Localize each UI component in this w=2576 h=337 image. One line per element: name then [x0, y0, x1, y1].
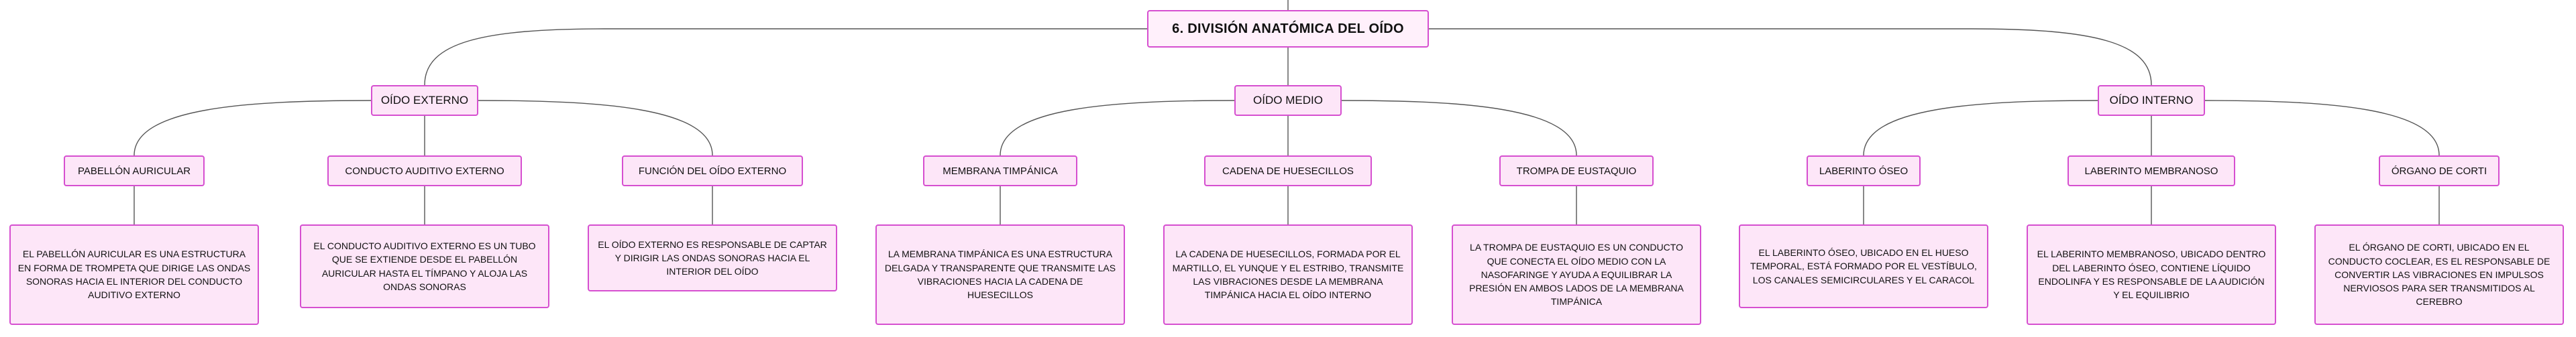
branch-2-to-child-0-line: [1863, 100, 2098, 156]
branch-oido-externo[interactable]: OÍDO EXTERNO: [371, 85, 478, 116]
desc-laberinto-membranoso[interactable]: EL LABERINTO MEMBRANOSO, UBICADO DENTRO …: [2027, 224, 2276, 325]
topic-laberinto-oseo[interactable]: LABERINTO ÓSEO: [1807, 155, 1921, 186]
topic-membrana-timpanica[interactable]: MEMBRANA TIMPÁNICA: [923, 155, 1077, 186]
topic-cadena-huesecillos[interactable]: CADENA DE HUESECILLOS: [1204, 155, 1372, 186]
desc-organo-corti[interactable]: EL ÓRGANO DE CORTI, UBICADO EN EL CONDUC…: [2314, 224, 2564, 325]
branch-oido-medio[interactable]: OÍDO MEDIO: [1234, 85, 1342, 116]
root-node[interactable]: 6. DIVISIÓN ANATÓMICA DEL OÍDO: [1147, 10, 1429, 48]
desc-trompa-eustaquio[interactable]: LA TROMPA DE EUSTAQUIO ES UN CONDUCTO QU…: [1452, 224, 1701, 325]
root-to-oido-externo-line: [424, 28, 1147, 86]
branch-oido-interno[interactable]: OÍDO INTERNO: [2098, 85, 2205, 116]
desc-cadena-huesecillos[interactable]: LA CADENA DE HUESECILLOS, FORMADA POR EL…: [1163, 224, 1413, 325]
topic-funcion-oido-externo[interactable]: FUNCIÓN DEL OÍDO EXTERNO: [622, 155, 803, 186]
topic-organo-corti[interactable]: ÓRGANO DE CORTI: [2379, 155, 2500, 186]
desc-membrana-timpanica[interactable]: LA MEMBRANA TIMPÁNICA ES UNA ESTRUCTURA …: [875, 224, 1125, 325]
desc-pabellon-auricular[interactable]: EL PABELLÓN AURICULAR ES UNA ESTRUCTURA …: [9, 224, 259, 325]
topic-conducto-auditivo-externo[interactable]: CONDUCTO AUDITIVO EXTERNO: [327, 155, 522, 186]
branch-1-to-child-0-line: [1000, 100, 1235, 156]
branch-0-to-child-0-line: [133, 100, 372, 156]
topic-laberinto-membranoso[interactable]: LABERINTO MEMBRANOSO: [2068, 155, 2235, 186]
branch-1-to-child-2-line: [1341, 100, 1577, 156]
topic-trompa-eustaquio[interactable]: TROMPA DE EUSTAQUIO: [1499, 155, 1654, 186]
branch-2-to-child-2-line: [2204, 100, 2440, 156]
topic-pabellon-auricular[interactable]: PABELLÓN AURICULAR: [64, 155, 205, 186]
desc-conducto-auditivo-externo[interactable]: EL CONDUCTO AUDITIVO EXTERNO ES UN TUBO …: [300, 224, 549, 308]
desc-funcion-oido-externo[interactable]: EL OÍDO EXTERNO ES RESPONSABLE DE CAPTAR…: [588, 224, 837, 291]
root-to-oido-interno-line: [1429, 28, 2152, 86]
branch-0-to-child-2-line: [478, 100, 713, 156]
desc-laberinto-oseo[interactable]: EL LABERINTO ÓSEO, UBICADO EN EL HUESO T…: [1739, 224, 1988, 308]
